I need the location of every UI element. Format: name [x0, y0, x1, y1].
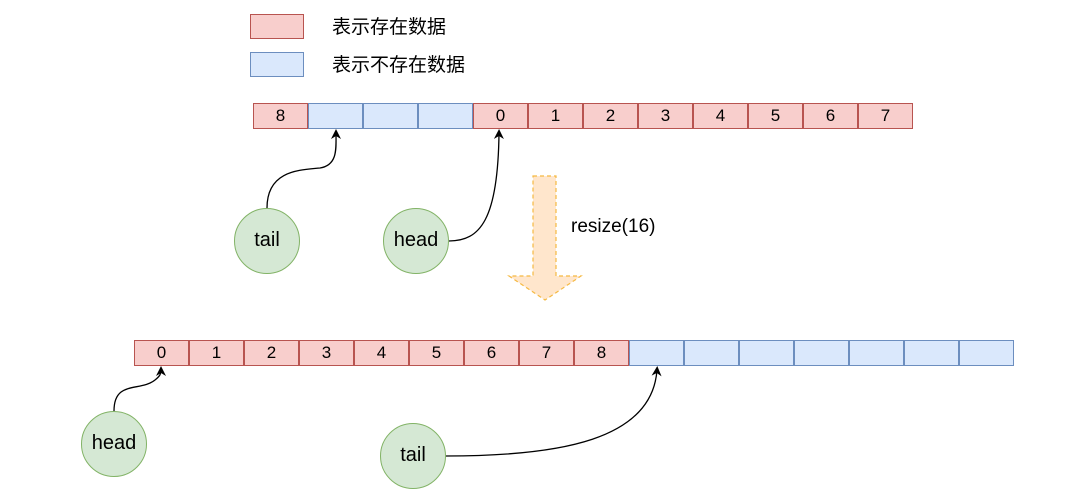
array-cell: [959, 340, 1014, 366]
array-cell: 1: [189, 340, 244, 366]
array-cell: [794, 340, 849, 366]
head-before-connector: [448, 129, 504, 242]
array-cell: 3: [299, 340, 354, 366]
array-cell: [629, 340, 684, 366]
array-cell: [904, 340, 959, 366]
array-cell: 0: [473, 103, 528, 129]
array-cell: 4: [354, 340, 409, 366]
array-cell: 5: [748, 103, 803, 129]
resize-arrow-icon: [507, 175, 583, 301]
array-cell: 6: [464, 340, 519, 366]
array-cell: [308, 103, 363, 129]
tail-pointer-before: tail: [234, 208, 300, 274]
array-cell: 6: [803, 103, 858, 129]
legend-label-filled: 表示存在数据: [332, 16, 447, 38]
array-cell: 0: [134, 340, 189, 366]
legend-label-empty: 表示不存在数据: [332, 54, 466, 76]
array-cell: [739, 340, 794, 366]
array-cell: [849, 340, 904, 366]
array-cell: 4: [693, 103, 748, 129]
legend-swatch-empty: [250, 52, 304, 77]
array-cell: [418, 103, 473, 129]
legend-swatch-filled: [250, 14, 304, 39]
array-cell: 3: [638, 103, 693, 129]
array-cell: [684, 340, 739, 366]
array-cell: 8: [253, 103, 308, 129]
head-pointer-before: head: [383, 208, 449, 274]
array-cell: [363, 103, 418, 129]
head-after-connector: [113, 366, 166, 412]
array-cell: 1: [528, 103, 583, 129]
array-cell: 7: [858, 103, 913, 129]
array-cell: 2: [244, 340, 299, 366]
array-cell: 8: [574, 340, 629, 366]
array-cell: 2: [583, 103, 638, 129]
head-pointer-after: head: [81, 411, 147, 477]
tail-before-connector: [266, 129, 342, 209]
array-cell: 5: [409, 340, 464, 366]
resize-operation-label: resize(16): [571, 216, 656, 237]
tail-after-connector: [445, 366, 662, 457]
array-cell: 7: [519, 340, 574, 366]
tail-pointer-after: tail: [380, 423, 446, 489]
